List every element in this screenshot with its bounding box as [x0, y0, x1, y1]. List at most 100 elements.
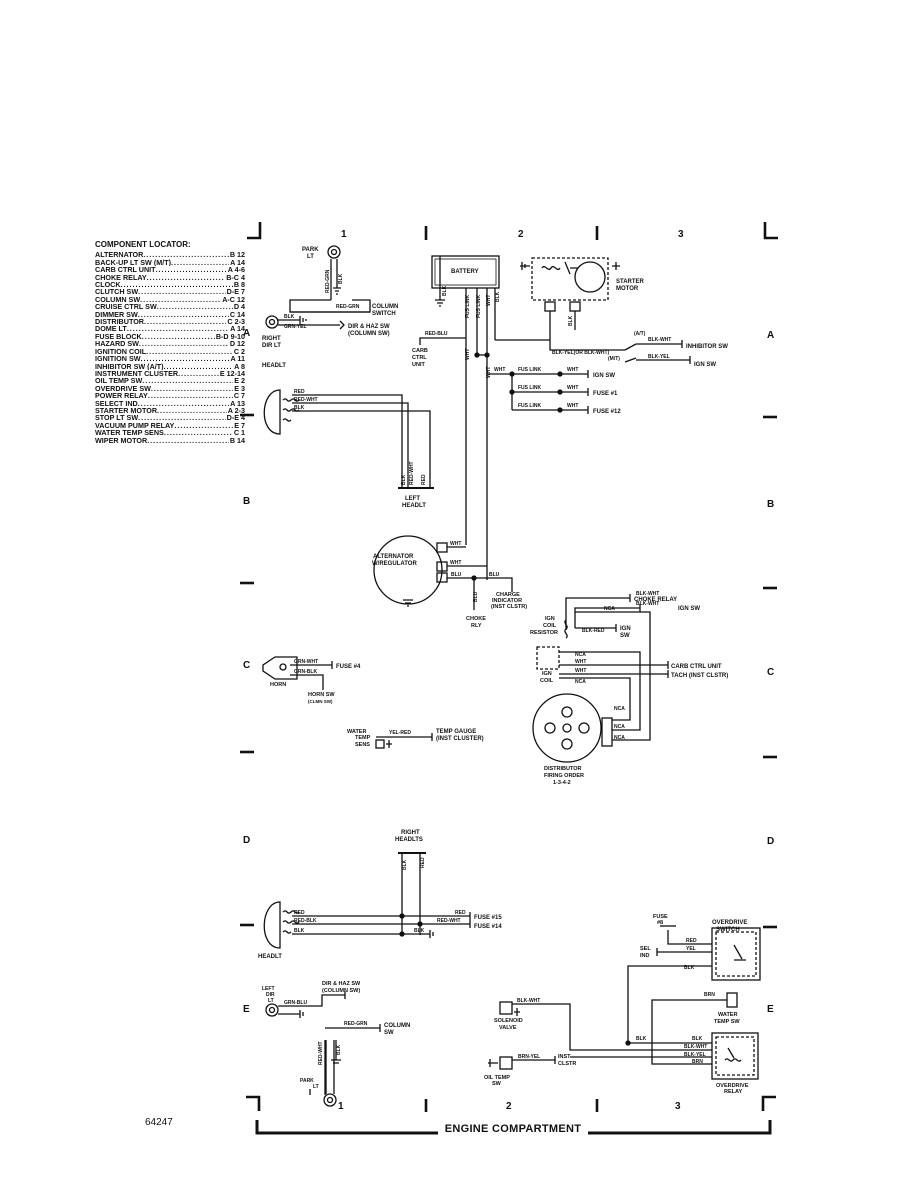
horn [262, 656, 298, 680]
wire-label-blk-relay-b: BLK [692, 1036, 703, 1042]
label-fuse-8-2: #8 [657, 920, 663, 926]
locator-row: OVERDRIVE SWE 3 [95, 385, 245, 392]
locator-leader [178, 370, 219, 377]
label-right-headlts: RIGHT [401, 830, 420, 836]
label-starter-2: MOTOR [616, 286, 639, 292]
locator-ref: B 12 [229, 251, 245, 259]
ground-symbol [333, 287, 341, 295]
starter-motor-box [531, 257, 609, 301]
locator-row: FUSE BLOCKB-D 9-10 [95, 333, 245, 340]
wire-label-blk-yel-ign: BLK-YEL [648, 354, 670, 360]
locator-leader [139, 340, 229, 347]
label-horn-sw-2: (CLMN SW) [308, 699, 333, 704]
battery-inner [434, 258, 497, 286]
wire-blk-od [627, 965, 712, 1043]
wire-grn-wht-horn [290, 661, 333, 669]
locator-ref: A 2-3 [227, 406, 245, 415]
label-left-dir-lt-2: DIR [266, 992, 275, 998]
wire-label-blk-yel: BLK-YEL(OR BLK-WHT) [552, 350, 610, 356]
water-temp-sensor [375, 739, 385, 749]
wire-blk-yel-ign [636, 356, 691, 364]
label-ign-coil-res: IGN [545, 616, 555, 622]
locator-leader [141, 355, 230, 362]
locator-ref: D-E 7 [226, 288, 245, 296]
wire-label-wht-ign: WHT [494, 367, 505, 373]
wire-brn-yel [512, 1056, 556, 1064]
wire-label-blk-v: BLK [401, 474, 407, 485]
label-park-lt-2: LT [307, 254, 314, 260]
ground-symbol [299, 316, 307, 324]
corner-mark-top-right [763, 222, 778, 240]
wire-label-nca-2: NCA [575, 652, 586, 658]
ign-coil-resistor [564, 619, 568, 639]
row-label-b-right: B [767, 499, 774, 510]
label-column-sw-e: COLUMN [384, 1023, 410, 1029]
locator-ref: E 7 [234, 421, 245, 430]
label-ign-coil-res-2: COIL [543, 623, 557, 629]
wire-blk-headlt [292, 410, 431, 488]
wire-blk-yel-inhibitor [549, 340, 625, 351]
locator-name: CRUISE CTRL SW [95, 303, 157, 311]
wire-red-headlt [292, 394, 403, 488]
wire-label-wht-ign2: WHT [567, 367, 578, 373]
wire-label-wht-tach: WHT [575, 668, 586, 674]
locator-name: POWER RELAY [95, 392, 148, 400]
locator-ref: C 7 [233, 392, 245, 400]
alternator [373, 535, 443, 605]
starter-terminal [569, 301, 581, 312]
label-overdrive-switch: OVERDRIVE [712, 920, 747, 926]
wire-label-brn-relay: BRN [692, 1059, 703, 1065]
locator-name: CLUTCH SW [95, 288, 139, 296]
locator-name: ALTERNATOR [95, 251, 144, 259]
label-at: (A/T) [634, 331, 646, 337]
locator-ref: A 14 [230, 325, 245, 333]
locator-row: DIMMER SWC 14 [95, 311, 245, 318]
wire-label-red-grn-h: RED-GRN [336, 304, 360, 310]
corner-mark-bottom-right [761, 1095, 776, 1111]
label-inst-clstr-2: CLSTR [558, 1061, 576, 1067]
label-column-switch-2: SWITCH [372, 311, 396, 317]
overdrive-relay-coil [724, 1047, 742, 1062]
overdrive-switch-contact [733, 944, 746, 961]
mt-switch [624, 357, 637, 363]
locator-leader [164, 363, 234, 370]
locator-leader [138, 400, 229, 407]
wire-label-grn-blu: GRN-BLU [284, 1000, 307, 1006]
splice-dot [471, 575, 477, 581]
wire-label-wht-v2: WHT [486, 367, 492, 378]
locator-leader [140, 296, 221, 303]
locator-ref: D 12 [229, 340, 245, 348]
locator-leader [157, 303, 233, 310]
locator-name: WIPER MOTOR [95, 436, 148, 444]
label-fuse-4: FUSE #4 [336, 664, 361, 670]
wire-red-wht-headlt [292, 402, 409, 488]
wire-label-grn-blk: GRN-BLK [294, 669, 317, 675]
distributor [532, 693, 602, 763]
starter-motor [574, 261, 606, 293]
label-distributor: DISTRIBUTOR [544, 766, 582, 772]
wire-yel-red-temp [376, 733, 433, 741]
label-alternator-2: W/REGULATOR [372, 561, 417, 567]
locator-row: INSTRUMENT CLUSTERE 12-14 [95, 370, 245, 377]
locator-name: FUSE BLOCK [95, 332, 142, 341]
locator-ref: A 11 [230, 355, 245, 363]
corner-mark-top-left [247, 222, 262, 240]
footer-title: ENGINE COMPARTMENT [438, 1123, 588, 1135]
wire-label-blk-wht-inh: BLK-WHT [648, 337, 671, 343]
wire-label-blu-v: BLU [473, 591, 479, 602]
park-lt-bulb [327, 245, 341, 259]
row-label-d-right: D [767, 836, 774, 847]
label-water-temp-3: SENS [355, 742, 370, 748]
wire-red-blu [419, 337, 466, 345]
splice-dot [557, 389, 563, 395]
wire-label-blu-alt2: BLU [489, 572, 500, 578]
wire-label-fus-link-1: FUS LINK [465, 295, 471, 318]
wire-label-wht-carb: WHT [575, 659, 586, 665]
label-charge-ind-3: (INST CLSTR) [491, 604, 527, 610]
wire-blk-wht-solenoid [512, 1003, 712, 1051]
wire-label-blk-wht-relay: BLK-WHT [684, 1044, 707, 1050]
locator-leader [121, 281, 233, 288]
ground-symbol [514, 1008, 520, 1016]
wire-label-fus-link-ign: FUS LINK [518, 367, 541, 373]
wire-label-blk-dir: BLK [284, 314, 295, 320]
